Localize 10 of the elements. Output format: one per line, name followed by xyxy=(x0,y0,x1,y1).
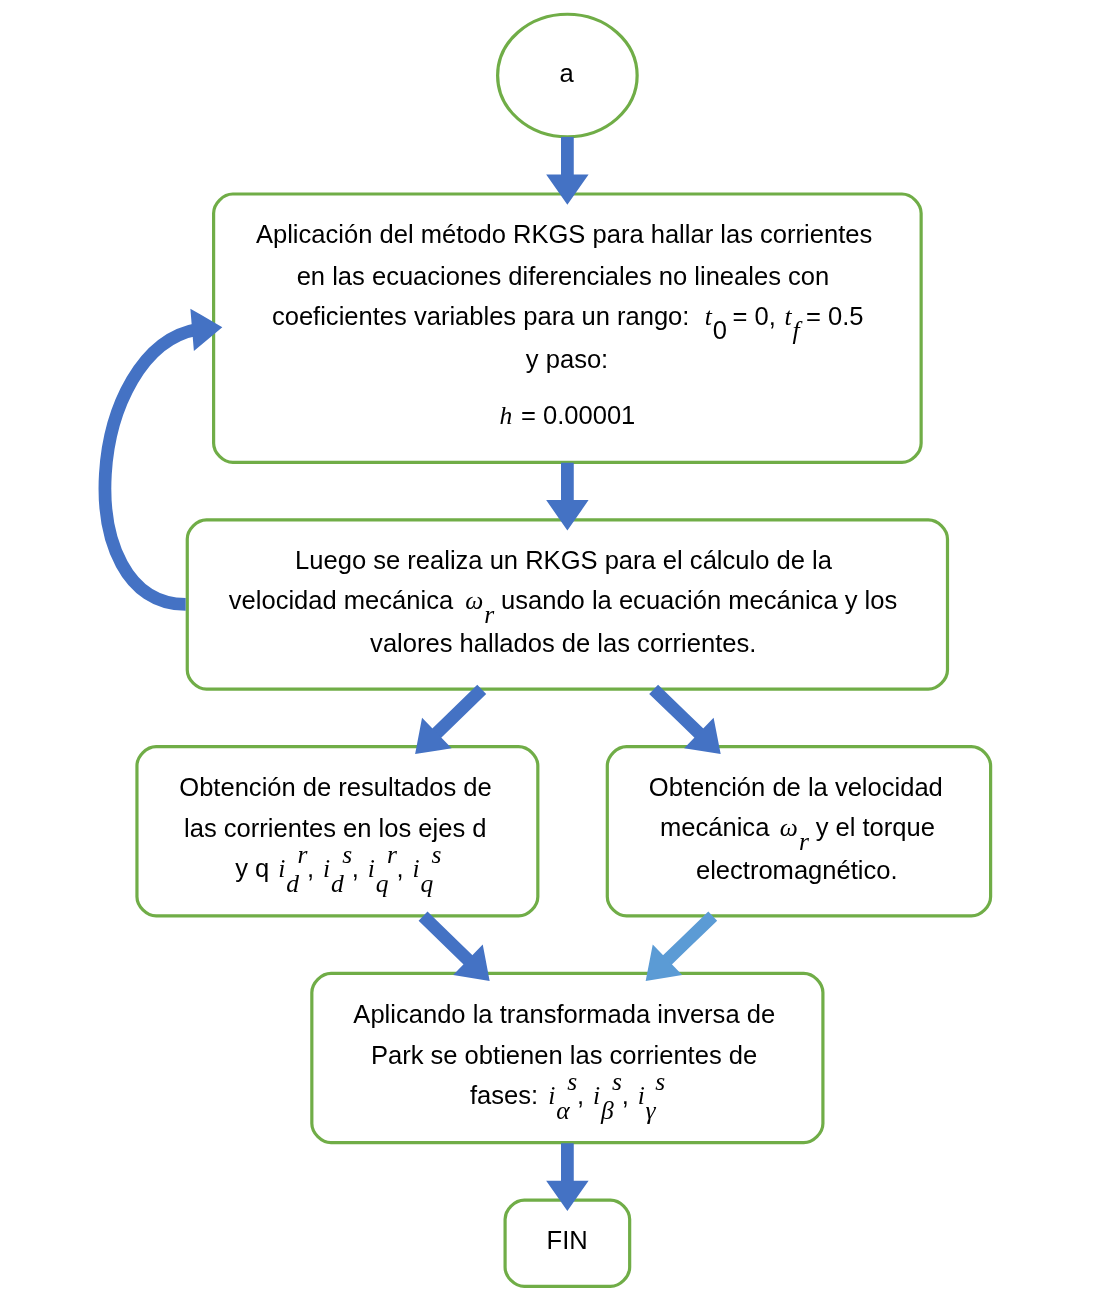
arrow xyxy=(645,911,718,981)
arrow xyxy=(546,1143,589,1211)
node-box: FIN xyxy=(503,1198,632,1289)
arrow xyxy=(546,136,589,205)
arrow xyxy=(546,462,589,531)
arrow xyxy=(415,684,487,755)
arrow xyxy=(99,308,223,611)
node-ellipse: a xyxy=(496,12,639,139)
arrow xyxy=(418,911,490,981)
arrow xyxy=(649,684,721,755)
